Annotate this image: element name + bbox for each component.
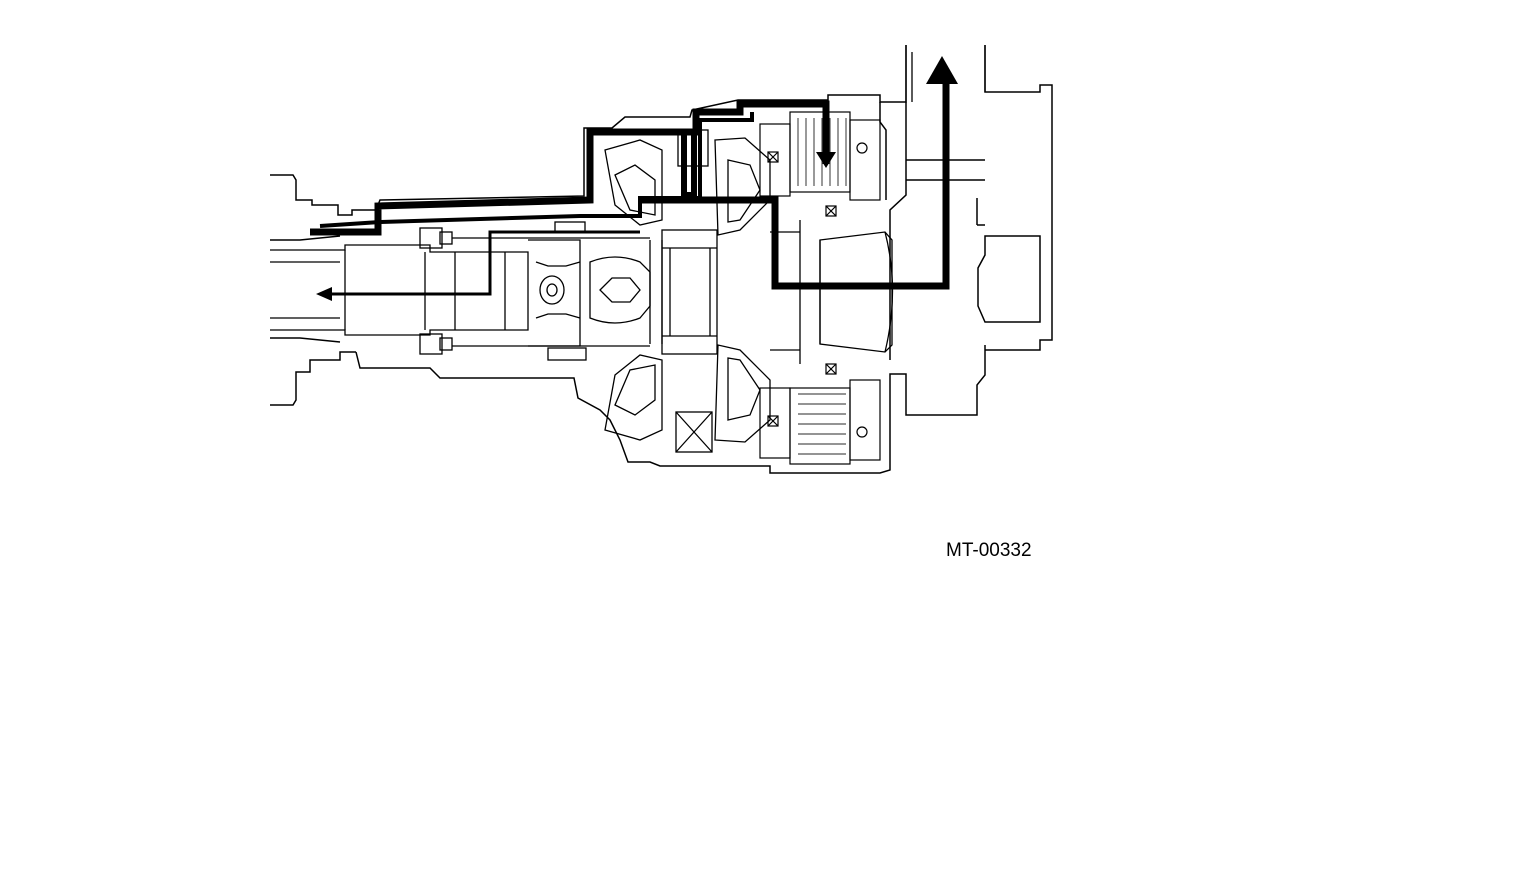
power-flow-path-drop bbox=[681, 135, 697, 198]
center-coupling bbox=[528, 239, 663, 347]
arrow-left-icon bbox=[316, 287, 332, 301]
figure-code-label: MT-00332 bbox=[946, 540, 1032, 561]
power-flow-path-front-shaft bbox=[330, 230, 640, 296]
power-flow-paths bbox=[310, 82, 950, 296]
rear-output-shaft bbox=[905, 45, 986, 102]
output-hub bbox=[770, 220, 894, 364]
housing-outline bbox=[270, 45, 1053, 474]
power-flow-path-front bbox=[640, 82, 950, 290]
differential-gears bbox=[604, 129, 771, 453]
thick-arrow-up-icon bbox=[926, 56, 958, 84]
arrow-down-icon bbox=[816, 152, 836, 168]
power-flow-path-upper bbox=[310, 100, 830, 236]
clutch-pack bbox=[759, 111, 881, 465]
